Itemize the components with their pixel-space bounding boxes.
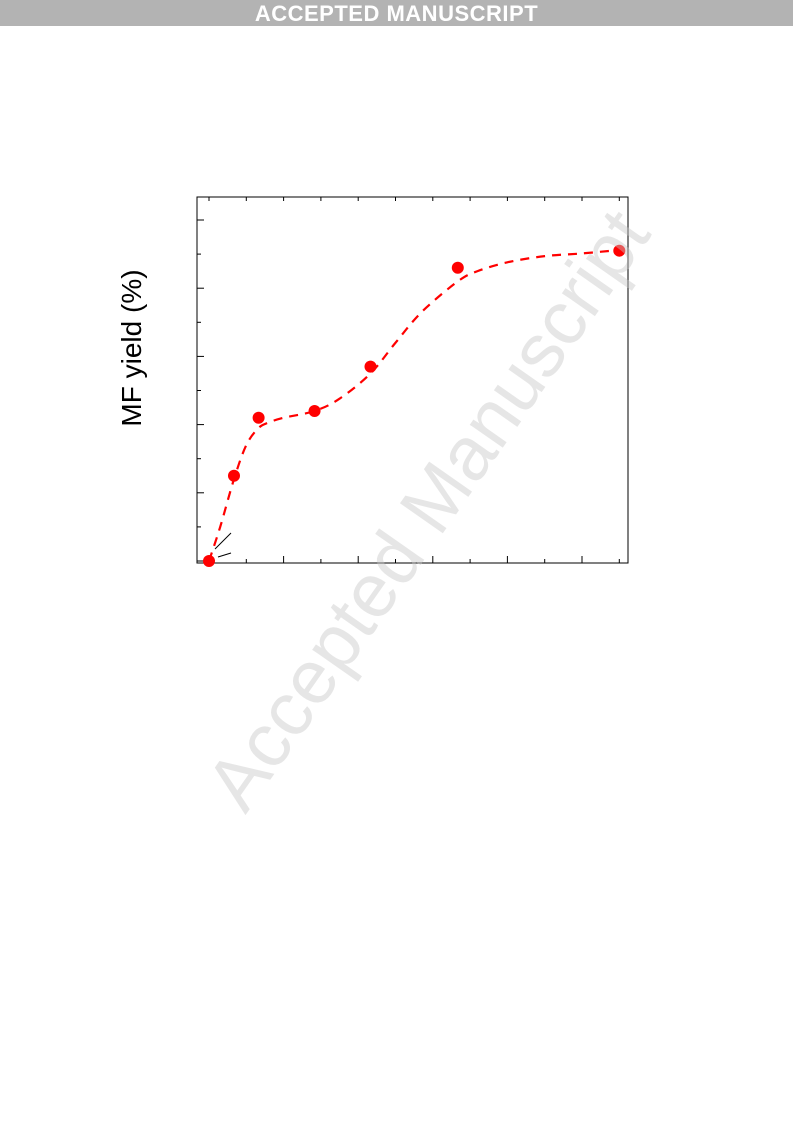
origin-annotation <box>214 532 232 558</box>
axis-ticks <box>197 197 620 563</box>
data-points-group <box>203 244 626 567</box>
annotation-stroke <box>217 552 232 558</box>
data-point <box>364 360 377 373</box>
data-point <box>451 261 464 274</box>
annotation-stroke <box>214 532 232 550</box>
plot-frame <box>196 196 629 564</box>
data-point <box>613 244 626 257</box>
data-point <box>252 411 265 424</box>
fit-line-group <box>207 248 620 562</box>
data-point <box>227 469 240 482</box>
accepted-manuscript-banner: ACCEPTED MANUSCRIPT <box>0 0 793 26</box>
data-point <box>203 555 215 567</box>
data-point <box>308 404 321 417</box>
fit-line <box>207 248 620 562</box>
